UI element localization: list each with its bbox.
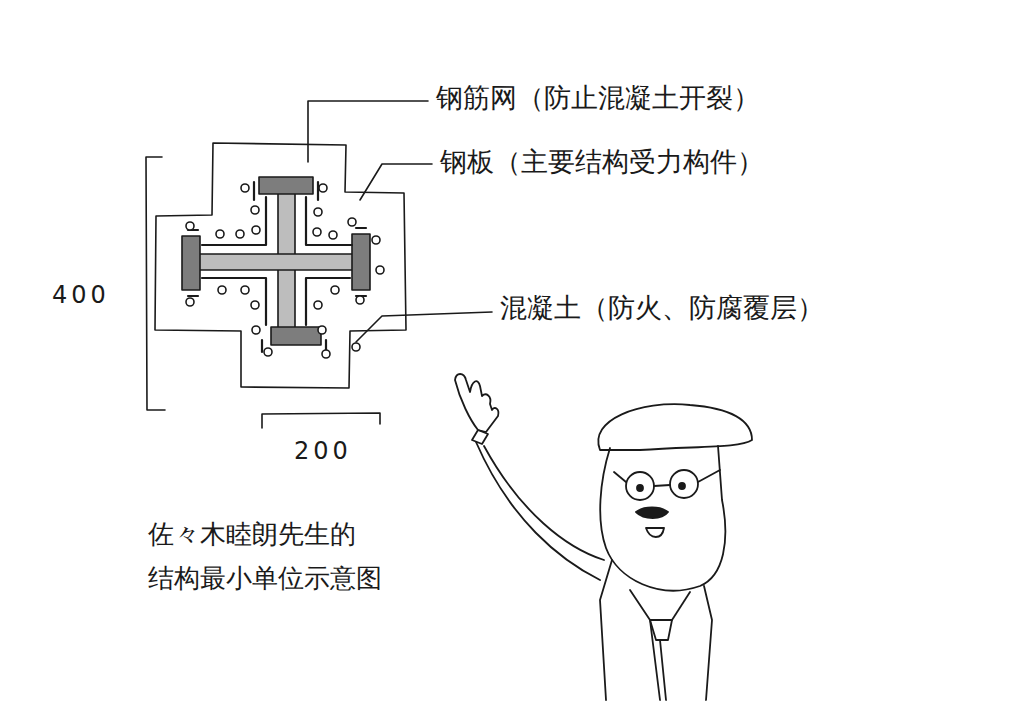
part-label: 钢板（主要结构受力构件）: [440, 144, 764, 179]
dimension-number: 400: [52, 280, 110, 311]
part-label: 混凝土（防火、防腐覆层）: [500, 290, 824, 325]
rebar-dots: [186, 184, 384, 358]
dimension-bracket: [146, 157, 165, 410]
concrete-outline: [155, 143, 406, 388]
leader-line: [308, 101, 492, 342]
part-label: 钢筋网（防止混凝土开裂）: [436, 80, 760, 115]
dimension-number: 200: [294, 436, 352, 467]
cartoon-man: [455, 374, 752, 700]
dimension-bracket: [262, 413, 380, 428]
steel-flange: [182, 177, 370, 345]
rebar-mesh: [188, 182, 366, 352]
steel-plate: [195, 190, 355, 330]
caption: 佐々木睦朗先生的 结构最小单位示意图: [148, 512, 418, 600]
